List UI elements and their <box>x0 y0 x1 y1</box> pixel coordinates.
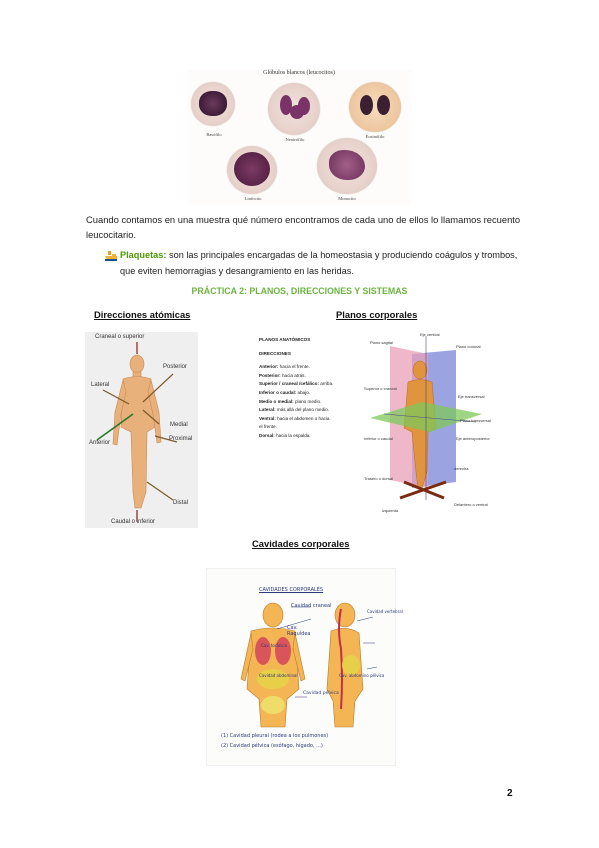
label-caudal: Caudal o inferior <box>111 519 156 525</box>
sketch-toracica: Cav. torácica <box>261 643 287 648</box>
basophil-image <box>191 82 235 126</box>
planos-text-title: PLANOS ANATÓMICOS <box>259 337 311 342</box>
monocyte-caption: Monocito <box>338 196 356 201</box>
planos-title: Planos corporales <box>336 309 418 320</box>
sketch-heading: CAVIDADES CORPORALES <box>259 587 324 593</box>
label-eje-vertical: Eje vertical <box>420 332 440 337</box>
neutrophil-image <box>268 83 320 135</box>
label-delantero: Delantero o ventral <box>454 502 488 507</box>
sketch-craneal: Cavidad craneal <box>291 603 332 609</box>
body-directions-diagram <box>96 342 178 522</box>
label-izquierda: izquierda <box>382 508 399 513</box>
label-superior: Superior o craneal <box>364 386 397 391</box>
label-plano-coronal: Plano coronal <box>456 344 481 349</box>
plaquetas-text: son las principales encargadas de la hom… <box>120 250 518 276</box>
basophil-caption: Basófilo <box>206 132 222 137</box>
planos-item: Ventral: hacia el abdomen o hacia el fre… <box>259 415 330 430</box>
label-anterior: Anterior <box>89 440 111 446</box>
label-medial: Medial <box>170 422 188 428</box>
leukocytes-figure-title: Glóbulos blancos (leucocitos) <box>263 70 335 76</box>
label-proximal: Proximal <box>169 436 193 442</box>
neutrophil-caption: Neutrófilo <box>285 137 305 142</box>
label-eje-transversal: Eje transversal <box>458 394 485 399</box>
lymphocyte-caption: Linfocito <box>244 196 262 201</box>
monocyte-image <box>317 138 377 194</box>
eosinophil-image <box>349 82 401 132</box>
label-eje-anteroposterior: Eje anteroposterior <box>456 436 490 441</box>
planos-items: Anterior: hacia el frente. Posterior: ha… <box>259 363 334 440</box>
eosinophil-caption: Eosinófilo <box>365 134 385 139</box>
body-planes-diagram <box>370 336 482 500</box>
label-inferior: Inferior o caudal <box>364 436 393 441</box>
planos-item: Lateral: más allá del plano medio. <box>259 407 329 413</box>
planos-text-subtitle: DIRECCIONES <box>259 350 291 356</box>
page-number: 2 <box>507 788 513 799</box>
pointing-hand-icon <box>105 251 117 261</box>
planos-item: Anterior: hacia el frente. <box>259 364 310 370</box>
cavidades-title: Cavidades corporales <box>252 538 350 549</box>
cavidades-sketch: CAVIDADES CORPORALES Cavidad craneal Cav… <box>206 568 403 766</box>
recount-paragraph: Cuando contamos en una muestra qué númer… <box>86 214 521 240</box>
label-plano-transversal: Plano transversal <box>460 418 491 423</box>
sketch-note-1: (1) Cavidad pleural (rodea a los pulmone… <box>221 733 329 739</box>
label-posterior: Posterior <box>163 364 188 370</box>
sketch-abdominal: Cavidad abdominal <box>259 673 298 678</box>
sketch-note-2: (2) Cavidad pélvica (esófago, hígado, ..… <box>221 743 323 749</box>
planos-item: Inferior o caudal: abajo. <box>259 389 311 395</box>
planos-item: Dorsal: hacia la espalda. <box>259 432 311 438</box>
sketch-vertebral: Cavidad vertebral <box>367 609 403 614</box>
sketch-cav: Cav. <box>287 625 298 631</box>
lymphocyte-image <box>227 146 277 194</box>
plaquetas-term: Plaquetas: <box>120 250 167 260</box>
plaquetas-item: Plaquetas: son las principales encargada… <box>120 247 530 279</box>
planos-text-block: PLANOS ANATÓMICOS DIRECCIONES Anterior: … <box>259 336 334 441</box>
label-craneal: Craneal o superior <box>95 334 145 340</box>
direcciones-figure: Craneal o superior Posterior Lateral Med… <box>85 332 198 528</box>
leukocytes-figure: Glóbulos blancos (leucocitos) Basófilo N… <box>187 70 411 204</box>
planos-item: Medio o medial: plano medio. <box>259 398 322 404</box>
planos-item: Superior / craneal /cefálico: arriba. <box>259 381 334 387</box>
label-derecha: derecha <box>454 466 469 471</box>
sketch-raquidea: Raquídea <box>287 631 311 637</box>
sketch-pelvica: Cavidad pélvica <box>303 691 339 696</box>
label-lateral: Lateral <box>91 382 110 388</box>
direcciones-title: Direcciones atómicas <box>94 309 191 320</box>
section-heading: PRÁCTICA 2: PLANOS, DIRECCIONES Y SISTEM… <box>191 286 408 296</box>
sketch-abdominopelvica: Cav. abdomino pélvica <box>339 673 385 678</box>
planos-item: Posterior: hacia atrás. <box>259 372 306 378</box>
planos-diagram: Eje vertical Plano sagital Plano coronal… <box>364 332 492 518</box>
body-cavities-drawing <box>240 602 378 728</box>
label-trasero: Trasero o dorsal <box>364 476 393 481</box>
label-plano-sagital: Plano sagital <box>370 340 393 345</box>
label-distal: Distal <box>173 500 189 506</box>
